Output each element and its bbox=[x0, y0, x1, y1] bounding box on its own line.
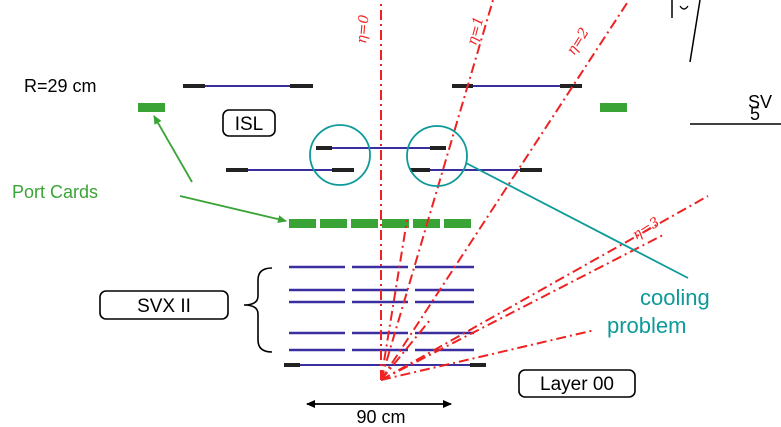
width-label: 90 cm bbox=[356, 407, 405, 427]
eta-line-3 bbox=[380, 195, 709, 381]
isl-label: ISL bbox=[235, 114, 264, 135]
cooling-circle-left bbox=[309, 124, 371, 186]
radius-label: R=29 cm bbox=[24, 76, 97, 96]
isl-ladders bbox=[183, 84, 582, 172]
eta-lines bbox=[380, 0, 709, 381]
eta-line-7 bbox=[380, 219, 408, 381]
svx-label: SVX II bbox=[137, 296, 191, 317]
svx-label-box bbox=[99, 290, 229, 320]
partial-label-5: 5 bbox=[750, 104, 760, 124]
layer00-label-box bbox=[518, 369, 636, 398]
partial-label-sv: SV bbox=[748, 92, 772, 112]
port-cards-arrow-right bbox=[179, 195, 287, 224]
svx-brace bbox=[243, 267, 273, 353]
eta-label-1: η=1 bbox=[464, 15, 487, 47]
cooling-callout-line bbox=[465, 162, 689, 279]
eta-label-3: η=3 bbox=[630, 214, 663, 243]
eta-line-6 bbox=[380, 319, 431, 381]
cooling-circle-right bbox=[406, 125, 468, 187]
cooling-label-line2: problem bbox=[607, 313, 686, 338]
layer00-label: Layer 00 bbox=[540, 374, 614, 395]
eta-label-0: η=0 bbox=[354, 14, 372, 44]
cropped-figure-fragment: SV 5 bbox=[671, 0, 781, 125]
eta-line-2 bbox=[380, 0, 630, 381]
cooling-label-line1: cooling bbox=[640, 285, 710, 310]
port-cards-arrow-up bbox=[153, 115, 193, 183]
eta-line-1 bbox=[380, 0, 494, 381]
isl-label-box bbox=[222, 109, 276, 137]
port-cards-label: Port Cards bbox=[12, 182, 98, 202]
eta-line-4 bbox=[380, 233, 666, 381]
eta-line-5 bbox=[380, 329, 596, 381]
eta-label-2: η=2 bbox=[564, 25, 593, 58]
